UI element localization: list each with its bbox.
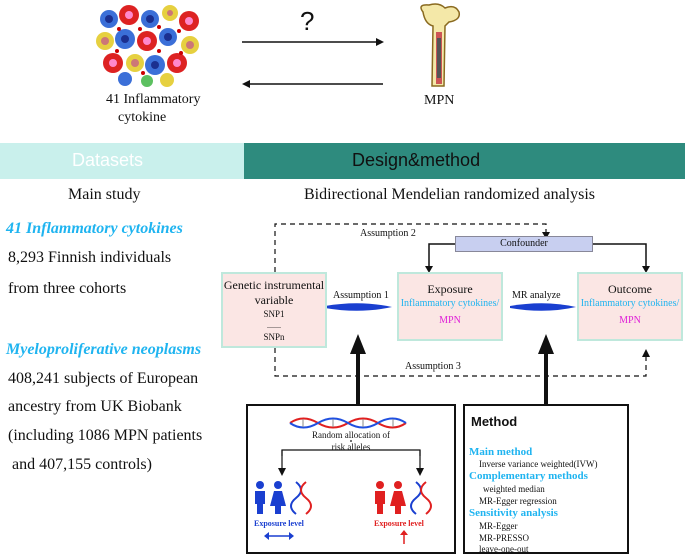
mr-presso-item: MR-PRESSO: [479, 533, 530, 543]
exposure-level-right: Exposure level: [374, 519, 424, 528]
confounder-box: Confounder: [455, 236, 593, 252]
cytokines-title: 41 Inflammatory cytokines: [6, 220, 183, 237]
mpn-line1: 408,241 subjects of European: [8, 370, 199, 387]
cytokines-line2: from three cohorts: [8, 280, 127, 297]
outcome-sub2: MPN: [619, 315, 641, 326]
assumption3-label: Assumption 3: [405, 361, 461, 372]
cell-cluster-icon: [96, 5, 199, 87]
mr-analyze-label: MR analyze: [512, 290, 561, 301]
allocation-line2: risk alleles: [331, 442, 371, 452]
cytokines-line1: 8,293 Finnish individuals: [8, 249, 172, 266]
sensitivity-heading: Sensitivity analysis: [469, 507, 558, 519]
allocation-line1-text: Random allocation of: [312, 430, 390, 440]
snp-dots: .......: [267, 321, 281, 330]
double-arrow-icon: [264, 532, 294, 540]
weighted-median-item: weighted median: [483, 484, 545, 494]
exposure-sub1: Inflammatory cytokines/: [400, 298, 500, 309]
assumption2-label: Assumption 2: [360, 228, 416, 239]
method-title: Method: [471, 414, 518, 429]
mr-egger-item: MR-Egger: [479, 521, 518, 531]
datasets-band: Datasets: [0, 143, 244, 179]
exposure-title: Exposure: [427, 282, 473, 296]
cytokine-label-line1: 41 Inflammatory: [106, 92, 201, 107]
mr-egger-regression-item: MR-Egger regression: [479, 496, 557, 506]
loo-item: leave-one-out: [479, 544, 529, 554]
giv-line2: variable: [254, 293, 294, 307]
direction-arrows: [242, 38, 384, 88]
datasets-band-label: Datasets: [72, 150, 144, 170]
genetic-variable-box: Genetic instrumental variable SNP1 .....…: [221, 272, 327, 348]
complementary-heading: Complementary methods: [469, 470, 588, 482]
mpn-line2: ancestry from UK Biobank: [8, 398, 182, 415]
mpn-title: Myeloproliferative neoplasms: [6, 341, 202, 358]
method-box: Method Main method Inverse variance weig…: [463, 404, 629, 554]
main-study-heading: Main study: [68, 186, 141, 203]
allocation-arrows: [278, 432, 424, 476]
snp1-label: SNP1: [263, 309, 285, 319]
confounder-label: Confounder: [500, 238, 548, 249]
exposure-box: Exposure Inflammatory cytokines/ MPN: [397, 272, 503, 341]
assumption1-label: Assumption 1: [333, 290, 389, 301]
main-method-heading: Main method: [469, 446, 533, 458]
bone-icon: [420, 3, 461, 87]
snpn-label: SNPn: [263, 332, 285, 342]
analysis-heading: Bidirectional Mendelian randomized analy…: [304, 186, 596, 203]
outcome-title: Outcome: [608, 282, 652, 296]
design-band-label: Design&method: [352, 150, 481, 170]
family-red-icon: [375, 481, 432, 515]
outcome-sub1: Inflammatory cytokines/: [580, 298, 680, 309]
up-arrow-icon: [400, 530, 408, 544]
allocation-box: Random allocation of risk alleles Exposu…: [246, 404, 456, 554]
family-blue-icon: [255, 481, 312, 515]
mpn-line3: (including 1086 MPN patients: [8, 427, 203, 444]
ivw-item: Inverse variance weighted(IVW): [479, 459, 598, 469]
design-band: Design&method: [244, 143, 685, 179]
exposure-level-left: Exposure level: [254, 519, 304, 528]
question-mark: ?: [300, 6, 315, 36]
exposure-sub2: MPN: [439, 315, 461, 326]
giv-line1: Genetic instrumental: [223, 278, 325, 292]
cytokine-label-line2: cytokine: [118, 110, 167, 125]
allocation-line1: Random allocation of: [248, 430, 454, 440]
dna-icon: [289, 417, 407, 429]
outcome-box: Outcome Inflammatory cytokines/ MPN: [577, 272, 683, 341]
mpn-line4: and 407,155 controls): [8, 456, 152, 473]
mpn-label: MPN: [424, 93, 455, 108]
